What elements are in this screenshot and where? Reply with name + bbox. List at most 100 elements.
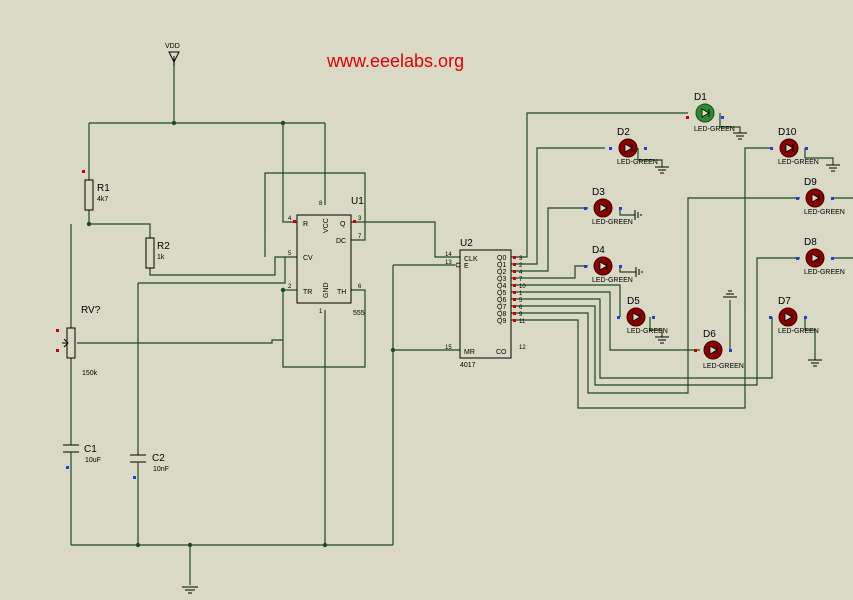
u2-output-label-q6: Q6 [497,297,506,304]
svg-text:MR: MR [464,349,475,356]
svg-text:U1: U1 [351,196,364,207]
svg-text:D2: D2 [617,127,630,138]
u2-output-pin-marker [513,291,516,294]
vdd-terminal: VDD [165,43,180,66]
svg-text:LED-GREEN: LED-GREEN [592,219,633,226]
svg-text:LED-GREEN: LED-GREEN [804,209,845,216]
u2-output-pin-number: 3 [519,256,523,262]
svg-text:555: 555 [353,310,365,317]
svg-text:LED-GREEN: LED-GREEN [617,159,658,166]
u2-output-pin-marker [513,312,516,315]
svg-text:LED-GREEN: LED-GREEN [694,126,735,133]
svg-text:10nF: 10nF [153,466,169,473]
potentiometer-rv[interactable]: RV? 150k [56,305,101,377]
svg-text:4k7: 4k7 [97,196,108,203]
led-d3[interactable]: D3 LED-GREEN [584,187,633,226]
svg-text:6: 6 [358,284,362,290]
svg-text:D1: D1 [694,92,707,103]
capacitor-c2[interactable]: C2 10nF [130,453,169,479]
led-d5[interactable]: D5 LED-GREEN [617,296,668,335]
resistor-r2[interactable]: R2 1k [145,237,170,269]
u2-output-pin-marker [513,298,516,301]
u2-output-pin-number: 9 [519,312,523,318]
u2-output-pin-number: 1 [519,291,523,297]
svg-text:R: R [303,221,308,228]
svg-text:D5: D5 [627,296,640,307]
u2-output-pin-number: 6 [519,305,523,311]
u2-output-pin-marker [513,284,516,287]
svg-text:LED-GREEN: LED-GREEN [703,363,744,370]
led-d6[interactable]: D6 LED-GREEN [694,329,744,370]
resistor-r1[interactable]: R1 4k7 [82,170,110,211]
led-d8[interactable]: D8 LED-GREEN [796,237,845,276]
u2-output-pin-marker [513,319,516,322]
svg-text:D3: D3 [592,187,605,198]
led-d10[interactable]: D10 LED-GREEN [770,127,819,166]
ic-u1-555[interactable]: U1 555 R Q DC CV TR TH VCC GND 4 3 7 5 2… [288,196,365,317]
u2-output-pin-number: 2 [519,263,523,269]
svg-text:LED-GREEN: LED-GREEN [778,328,819,335]
svg-text:Q: Q [340,221,346,228]
svg-text:3: 3 [358,216,362,222]
svg-text:CV: CV [303,255,313,262]
u2-output-pin-marker [513,277,516,280]
svg-text:E: E [464,263,469,270]
svg-text:1: 1 [319,309,323,315]
svg-text:5: 5 [288,251,292,257]
svg-text:D9: D9 [804,177,817,188]
u2-output-label-q5: Q5 [497,290,506,297]
svg-text:D7: D7 [778,296,791,307]
led-d2[interactable]: D2 LED-GREEN [609,127,658,166]
svg-text:8: 8 [319,201,323,207]
u2-output-label-q7: Q7 [497,304,506,311]
u2-output-label-q4: Q4 [497,283,506,290]
led-d9[interactable]: D9 LED-GREEN [796,177,845,216]
u2-output-pin-marker [513,305,516,308]
svg-text:LED-GREEN: LED-GREEN [778,159,819,166]
svg-text:CO: CO [496,349,507,356]
u2-output-pin-number: 5 [519,298,523,304]
svg-text:D10: D10 [778,127,797,138]
svg-text:R1: R1 [97,183,110,194]
led-d7[interactable]: D7 LED-GREEN [769,296,819,335]
svg-text:RV?: RV? [81,305,101,316]
u2-output-pin-number: 10 [519,284,526,290]
svg-text:D8: D8 [804,237,817,248]
u2-output-pin-number: 11 [519,319,526,325]
capacitor-c1[interactable]: C1 10uF [63,444,101,469]
led-d1[interactable]: D1 LED-GREEN [686,92,735,133]
svg-text:7: 7 [358,234,362,240]
svg-text:4017: 4017 [460,362,476,369]
u2-output-label-q8: Q8 [497,311,506,318]
svg-text:15: 15 [445,345,452,351]
svg-text:C2: C2 [152,453,165,464]
svg-text:GND: GND [323,282,330,298]
u2-output-label-q1: Q1 [497,262,506,269]
svg-text:10uF: 10uF [85,457,101,464]
led-d4[interactable]: D4 LED-GREEN [584,245,633,284]
svg-text:R2: R2 [157,241,170,252]
watermark-text: www.eeelabs.org [326,51,464,71]
svg-text:CLK: CLK [464,256,478,263]
u2-output-label-q9: Q9 [497,318,506,325]
u2-output-pin-marker [513,256,516,259]
u2-output-pin-marker [513,270,516,273]
junctions [86,120,396,548]
led-ground-symbols [634,132,840,367]
svg-text:4: 4 [288,216,292,222]
ground-terminal [182,586,198,594]
u2-output-label-q0: Q0 [497,255,506,262]
svg-text:2: 2 [288,284,292,290]
svg-text:D4: D4 [592,245,605,256]
u2-output-label-q2: Q2 [497,269,506,276]
svg-text:C1: C1 [84,444,97,455]
svg-text:LED-GREEN: LED-GREEN [627,328,668,335]
wires [70,62,853,585]
u2-output-label-q3: Q3 [497,276,506,283]
svg-text:DC: DC [336,238,346,245]
svg-text:VDD: VDD [165,43,180,50]
svg-text:LED-GREEN: LED-GREEN [592,277,633,284]
